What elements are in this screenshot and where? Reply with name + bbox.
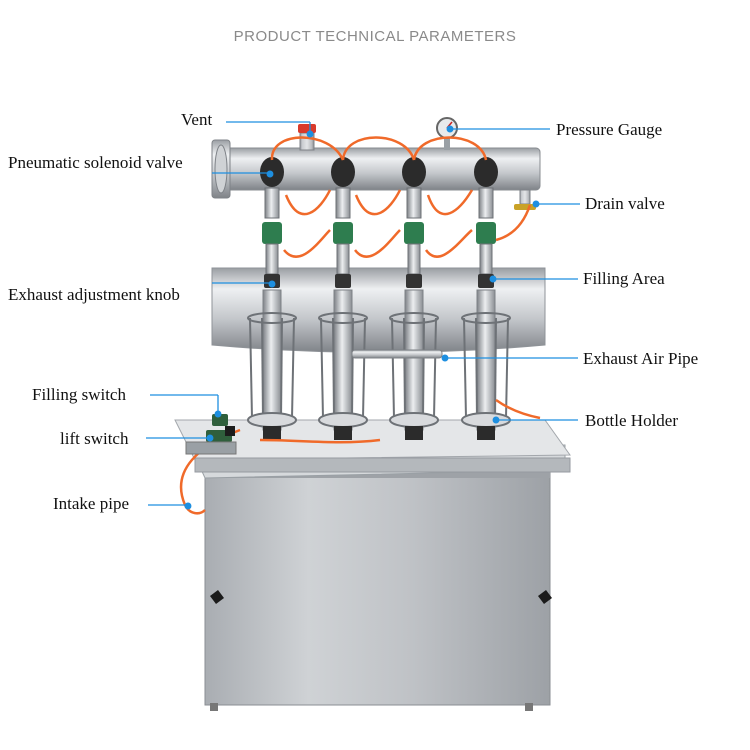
label-pneumatic-solenoid-valve: Pneumatic solenoid valve — [8, 153, 183, 172]
exhaust-air-pipe — [351, 349, 443, 359]
label-exhaust-adjustment-knob: Exhaust adjustment knob — [8, 285, 180, 304]
page-title: PRODUCT TECHNICAL PARAMETERS — [233, 28, 517, 45]
leader-lines — [146, 121, 580, 510]
label-exhaust-air-pipe: Exhaust Air Pipe — [583, 349, 699, 368]
cabinet-lock-left — [210, 590, 224, 604]
label-pressure-gauge: Pressure Gauge — [556, 120, 663, 139]
cabinet — [174, 419, 571, 711]
cabinet-lock-right — [538, 590, 552, 604]
bottle-holders — [247, 312, 511, 440]
label-drain-valve: Drain valve — [585, 194, 665, 213]
label-filling-switch: Filling switch — [32, 385, 126, 404]
label-lift-switch: lift switch — [60, 429, 129, 448]
control-switches — [185, 414, 237, 455]
label-intake-pipe: Intake pipe — [53, 494, 129, 513]
filling-heads — [260, 157, 498, 431]
label-bottle-holder: Bottle Holder — [585, 411, 679, 430]
label-filling-area: Filling Area — [583, 269, 665, 288]
vent-valve-handle — [298, 124, 316, 133]
label-vent: Vent — [181, 110, 213, 129]
